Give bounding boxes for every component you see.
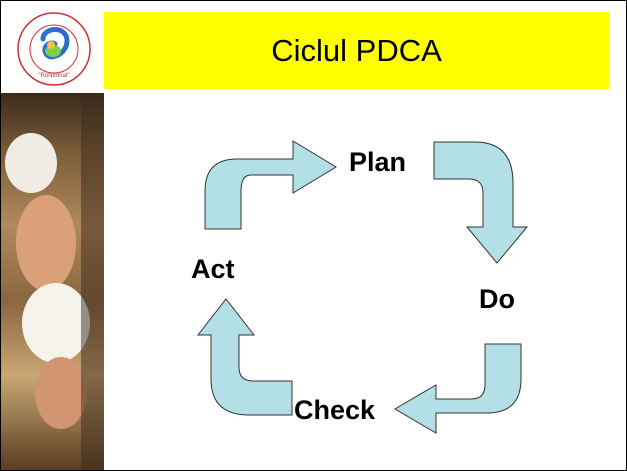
arrow-do-to-check — [394, 343, 522, 434]
title-bar: Ciclul PDCA — [104, 12, 609, 89]
stage-plan: Plan — [349, 147, 406, 177]
organization-logo: "RoNeonat" — [15, 11, 93, 87]
page-title: Ciclul PDCA — [271, 32, 442, 68]
arrow-plan-to-do — [433, 141, 529, 264]
arrow-act-to-plan — [204, 140, 337, 230]
stage-do: Do — [479, 284, 515, 314]
logo-name-text: "RoNeonat" — [38, 73, 69, 79]
stage-act: Act — [191, 254, 235, 284]
stage-check: Check — [294, 395, 376, 425]
arrow-check-to-act — [196, 298, 293, 416]
left-strip: "RoNeonat" — [1, 1, 104, 470]
baby-logo-icon: "RoNeonat" — [17, 12, 91, 86]
newborn-photo — [1, 93, 104, 470]
